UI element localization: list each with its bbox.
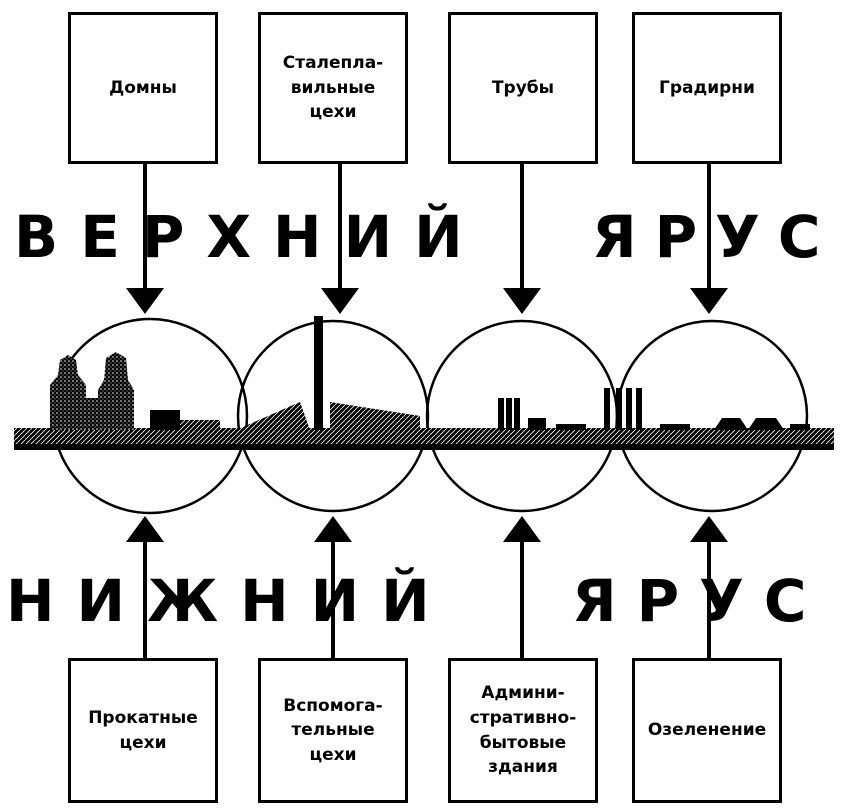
lower-box-admin-buildings: Админи- стративно- бытовые здания: [448, 658, 598, 803]
upper-tier-label: ВЕРХНИЙ ЯРУС: [0, 208, 842, 268]
industrial-skyline: [14, 316, 834, 450]
upper-tier-word-2: ЯРУС: [592, 203, 839, 271]
lower-box-rolling-shops: Прокатные цехи: [68, 658, 218, 803]
zone-circles: [51, 317, 809, 515]
lower-tier-word-1: НИЖНИЙ: [6, 567, 452, 635]
lower-arrows: [126, 516, 728, 658]
upper-box-blast-furnaces: Домны: [68, 12, 218, 164]
lower-tier-word-2: ЯРУС: [572, 567, 827, 635]
upper-box-chimneys: Трубы: [448, 12, 598, 164]
upper-box-steel-shops: Сталепла- вильные цехи: [258, 12, 408, 164]
upper-box-cooling-towers: Градирни: [632, 12, 782, 164]
upper-arrows: [126, 164, 728, 314]
lower-tier-label: НИЖНИЙ ЯРУС: [0, 572, 842, 632]
lower-box-landscaping: Озеленение: [632, 658, 782, 803]
upper-tier-word-1: ВЕРХНИЙ: [14, 203, 485, 271]
lower-box-auxiliary-shops: Вспомога- тельные цехи: [258, 658, 408, 803]
